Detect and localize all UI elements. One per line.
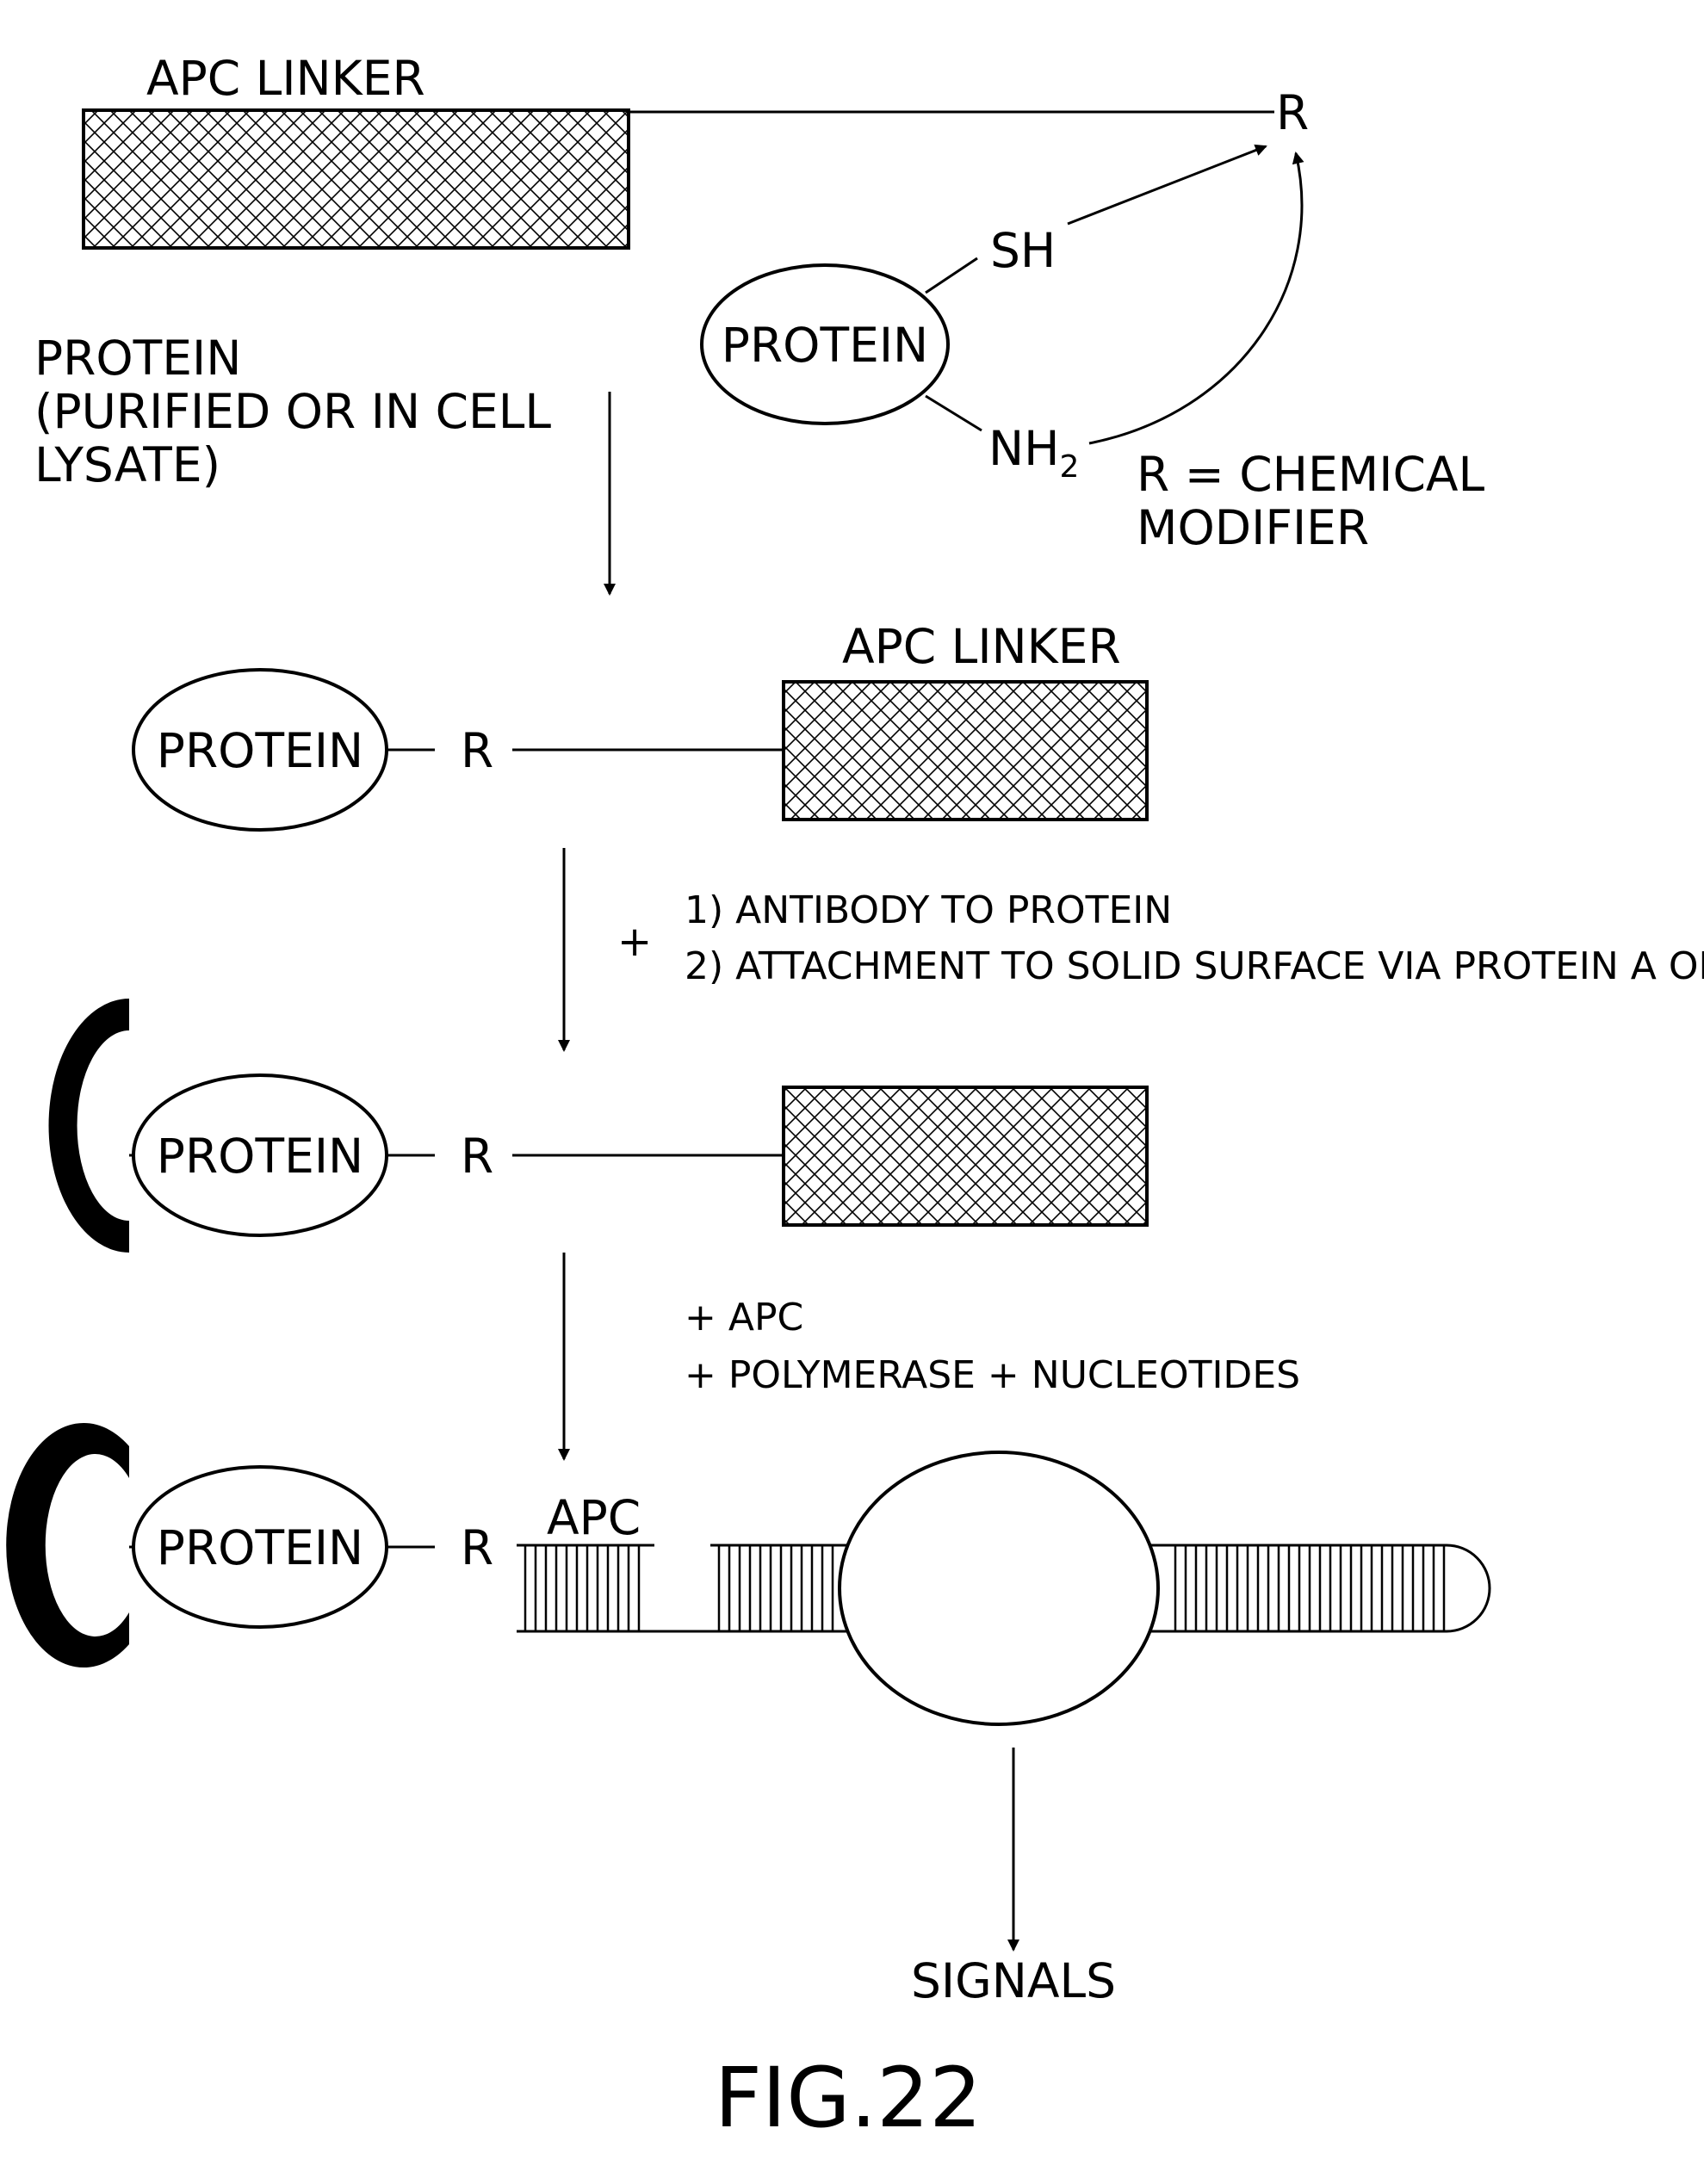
extension-base-pairs bbox=[719, 1545, 833, 1631]
antibody-shape-stage4 bbox=[6, 1423, 129, 1667]
r-label-stage3: R bbox=[461, 1129, 493, 1184]
nh-subscript: 2 bbox=[1060, 449, 1080, 485]
r-definition-line-2: MODIFIER bbox=[1137, 500, 1369, 555]
nh-text: NH bbox=[988, 421, 1060, 476]
sh-to-r-arrow bbox=[1068, 146, 1266, 224]
sh-label: SH bbox=[990, 223, 1056, 278]
apc-linker-box-top bbox=[84, 110, 629, 248]
apc-linker-box-stage2 bbox=[784, 682, 1147, 820]
r-label-top: R bbox=[1276, 85, 1309, 140]
protein-label-top: PROTEIN bbox=[722, 318, 928, 373]
figure-number: FIG.22 bbox=[715, 2050, 982, 2146]
protein-source-line-2: (PURIFIED OR IN CELL bbox=[34, 384, 551, 439]
signals-label: SIGNALS bbox=[911, 1953, 1116, 2008]
protein-label-stage3: PROTEIN bbox=[157, 1129, 363, 1184]
sh-bond-line bbox=[926, 258, 977, 293]
nh2-to-r-arrow bbox=[1089, 153, 1302, 443]
amplification-bubble bbox=[840, 1452, 1158, 1724]
plus-sign: + bbox=[617, 918, 652, 966]
right-base-pairs bbox=[1175, 1545, 1444, 1631]
protein-source-line-1: PROTEIN bbox=[34, 331, 241, 386]
antibody-step-line-2: 2) ATTACHMENT TO SOLID SURFACE VIA PROTE… bbox=[685, 944, 1704, 988]
protein-label-stage4: PROTEIN bbox=[157, 1520, 363, 1575]
nh2-label: NH2 bbox=[988, 421, 1079, 485]
apc-linker-label-top: APC LINKER bbox=[146, 51, 425, 106]
apc-label: APC bbox=[547, 1490, 641, 1545]
antibody-shape-stage3 bbox=[49, 999, 129, 1253]
hairpin-loop bbox=[1447, 1545, 1490, 1631]
protein-label-stage2: PROTEIN bbox=[157, 723, 363, 778]
apc-linker-label-mid: APC LINKER bbox=[842, 619, 1121, 674]
r-label-stage4: R bbox=[461, 1520, 493, 1575]
r-definition-line-1: R = CHEMICAL bbox=[1137, 447, 1484, 502]
antibody-step-line-1: 1) ANTIBODY TO PROTEIN bbox=[685, 888, 1172, 932]
amplification-line-2: + POLYMERASE + NUCLEOTIDES bbox=[685, 1353, 1300, 1397]
r-label-stage2: R bbox=[461, 723, 493, 778]
protein-source-line-3: LYSATE) bbox=[34, 437, 220, 492]
apc-linker-box-stage3 bbox=[784, 1087, 1147, 1225]
amplification-line-1: + APC bbox=[685, 1296, 803, 1339]
apc-base-pairs bbox=[525, 1545, 639, 1631]
nh2-bond-line bbox=[926, 396, 982, 430]
